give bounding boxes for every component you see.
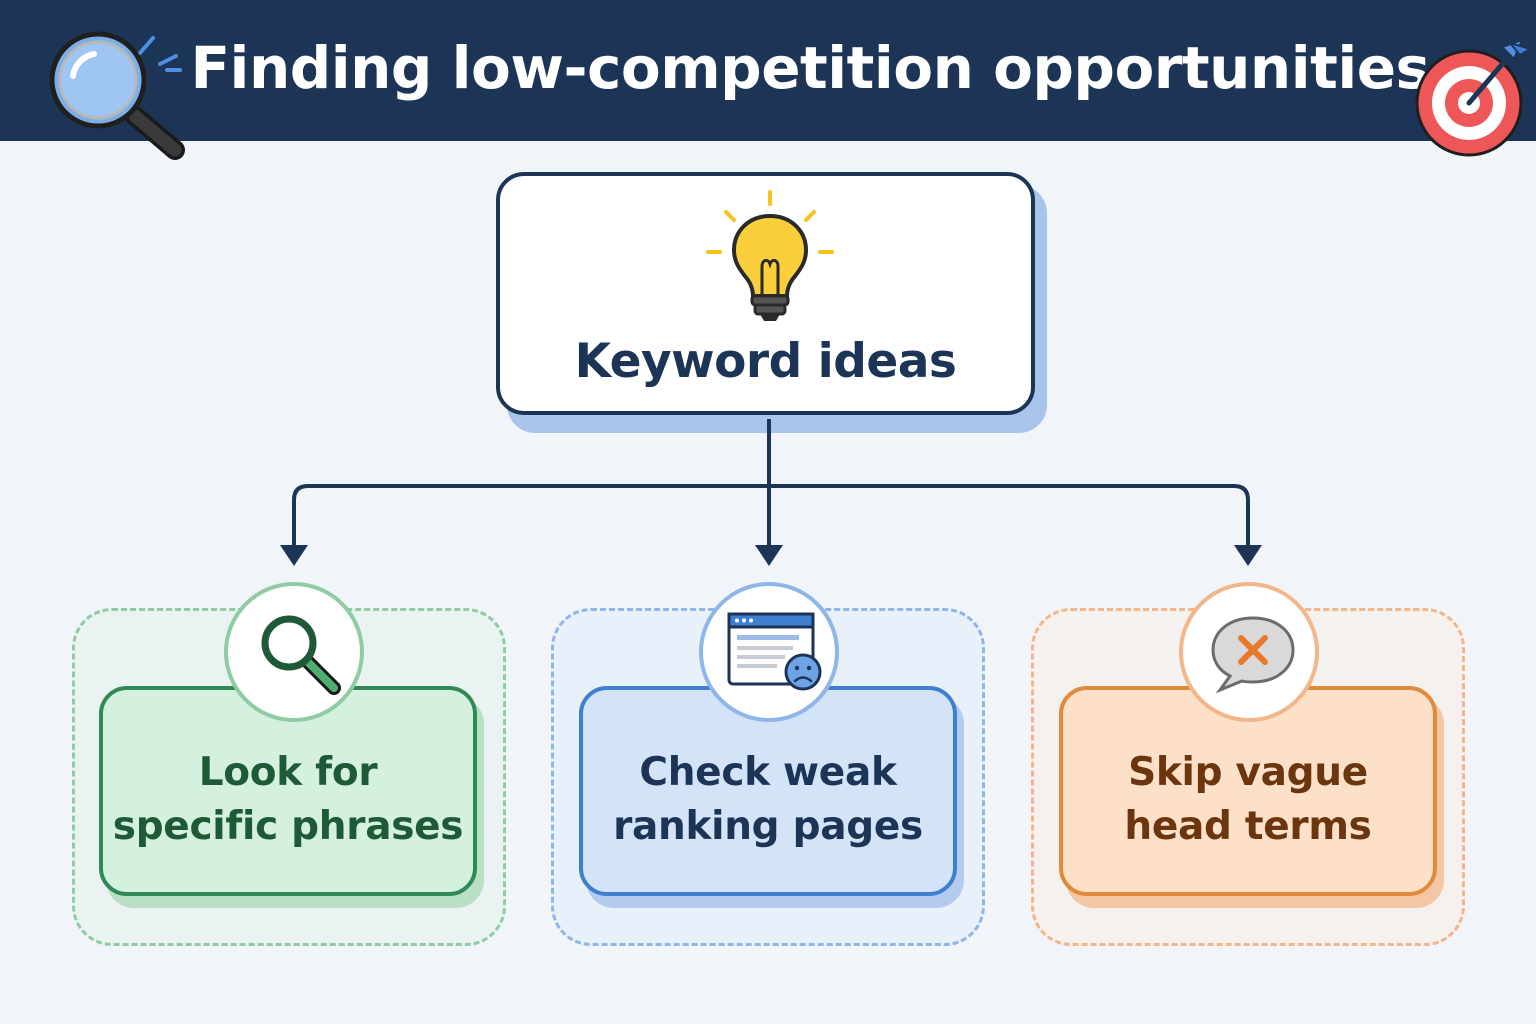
page-title: Finding low-competition opportunities <box>190 34 1430 102</box>
root-label: Keyword ideas <box>574 334 957 389</box>
keyword-ideas-card: Keyword ideas <box>496 172 1035 415</box>
specific-phrases-card: Look for specific phrases <box>99 686 477 896</box>
card-line-2: ranking pages <box>613 804 923 849</box>
arrowhead-left <box>280 545 308 566</box>
arrowhead-right <box>1234 545 1262 566</box>
card-line-1: Check weak <box>639 750 897 795</box>
magnifying-glass-icon <box>49 31 185 160</box>
card-line-1: Skip vague <box>1128 750 1368 795</box>
card-line-1: Look for <box>198 750 378 795</box>
lightbulb-icon <box>706 190 834 321</box>
magnifier-icon <box>261 615 341 695</box>
browser-sad-face-icon <box>727 612 822 691</box>
target-arrow-icon <box>1415 38 1533 157</box>
head-terms-card: Skip vague head terms <box>1059 686 1437 896</box>
arrowhead-center <box>755 545 783 566</box>
header-bar: Finding low-competition opportunities <box>0 0 1536 160</box>
card-line-2: specific phrases <box>112 804 464 849</box>
badge-weak-pages <box>699 582 839 722</box>
card-line-2: head terms <box>1124 804 1372 849</box>
speech-bubble-x-icon <box>1211 616 1295 694</box>
badge-head-terms <box>1179 582 1319 722</box>
badge-specific-phrases <box>224 582 364 722</box>
